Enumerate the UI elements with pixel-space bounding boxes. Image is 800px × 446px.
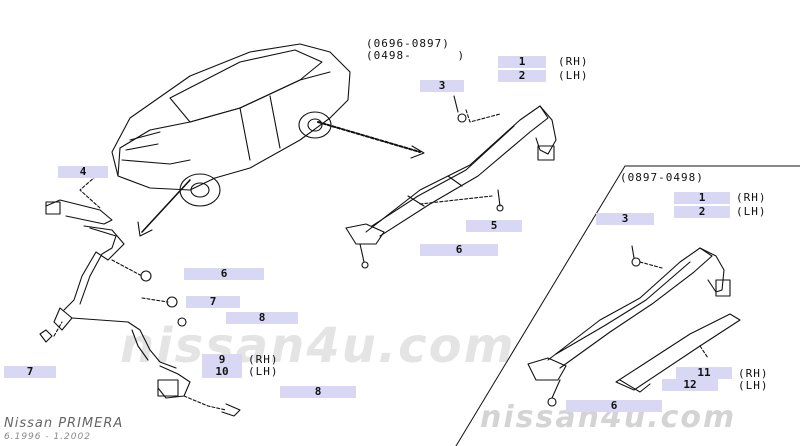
car-illustration bbox=[111, 43, 351, 207]
callout-3-top: 3 bbox=[420, 79, 464, 92]
callout-4: 4 bbox=[58, 165, 108, 178]
callout-3-right: 3 bbox=[596, 212, 654, 225]
callout-8-b: 8 bbox=[280, 385, 356, 398]
callout-2-right: 2 bbox=[674, 205, 730, 218]
sensor-assembly-right bbox=[527, 245, 741, 407]
side-label-lh-left: (LH) bbox=[248, 365, 279, 378]
side-label-rh-left: (RH) bbox=[248, 353, 279, 366]
date-range-top-2: (0498- ) bbox=[366, 49, 466, 62]
callout-7-a: 7 bbox=[186, 295, 240, 308]
side-label-rh-bottom: (RH) bbox=[738, 367, 769, 380]
callout-2-top: 2 bbox=[498, 69, 546, 82]
sensor-assembly-left bbox=[39, 175, 241, 417]
date-range-top: (0696-0897) bbox=[366, 37, 450, 50]
callout-1-top: 1 bbox=[498, 55, 546, 68]
model-name: Nissan PRIMERA bbox=[4, 416, 124, 431]
sensor-assembly-top bbox=[345, 95, 557, 269]
watermark-center: nissan4u.com bbox=[120, 318, 516, 374]
side-label-lh-right: (LH) bbox=[736, 205, 767, 218]
callout-6-mid: 6 bbox=[420, 243, 498, 256]
callout-10: 10 bbox=[202, 365, 242, 378]
side-label-rh-right: (RH) bbox=[736, 191, 767, 204]
callout-7-b: 7 bbox=[4, 365, 56, 378]
callout-5: 5 bbox=[466, 219, 522, 232]
callout-9: 9 bbox=[202, 353, 242, 366]
date-range-right: (0897-0498) bbox=[620, 171, 704, 184]
callout-8-a: 8 bbox=[226, 311, 298, 324]
callout-6-left: 6 bbox=[184, 267, 264, 280]
callout-1-right: 1 bbox=[674, 191, 730, 204]
callout-6-right: 6 bbox=[566, 399, 662, 412]
callout-12: 12 bbox=[662, 378, 718, 391]
side-label-lh-bottom: (LH) bbox=[738, 379, 769, 392]
callout-11: 11 bbox=[676, 366, 732, 379]
side-label-lh-top: (LH) bbox=[558, 69, 589, 82]
side-label-rh-top: (RH) bbox=[558, 55, 589, 68]
model-dates: 6.1996 - 1.2002 bbox=[4, 432, 91, 442]
